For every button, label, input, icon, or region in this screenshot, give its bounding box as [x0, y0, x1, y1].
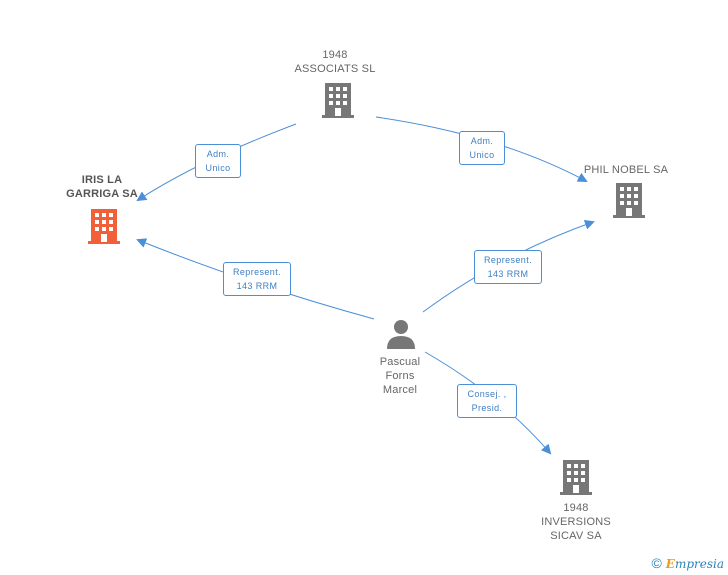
edge-label-consej-presid[interactable]: Consej. , Presid.	[457, 384, 517, 418]
building-icon[interactable]	[560, 460, 592, 496]
node-label-iris-la-garriga[interactable]: IRIS LA GARRIGA SA	[66, 174, 138, 200]
building-icon[interactable]	[322, 83, 354, 119]
node-label-pascual-forns-marcel[interactable]: Pascual Forns Marcel	[379, 356, 421, 396]
node-label-1948-inversions[interactable]: 1948 INVERSIONS SICAV SA	[541, 502, 611, 542]
edge-label-adm-unico-iris[interactable]: Adm. Unico	[195, 144, 241, 178]
building-icon[interactable]	[88, 209, 120, 245]
building-icon[interactable]	[613, 183, 645, 219]
node-label-phil-nobel[interactable]: PHIL NOBEL SA	[583, 164, 669, 176]
copyright-icon: ©	[651, 555, 662, 571]
edge-label-represent-iris[interactable]: Represent. 143 RRM	[223, 262, 291, 296]
node-label-1948-associats[interactable]: 1948 ASSOCIATS SL	[294, 49, 376, 75]
edge-label-represent-phil[interactable]: Represent. 143 RRM	[474, 250, 542, 284]
edge-label-adm-unico-phil[interactable]: Adm. Unico	[459, 131, 505, 165]
person-icon[interactable]	[386, 319, 416, 349]
empresia-watermark: ©Empresia	[651, 555, 724, 571]
brand-logo: Empresia	[665, 557, 724, 571]
